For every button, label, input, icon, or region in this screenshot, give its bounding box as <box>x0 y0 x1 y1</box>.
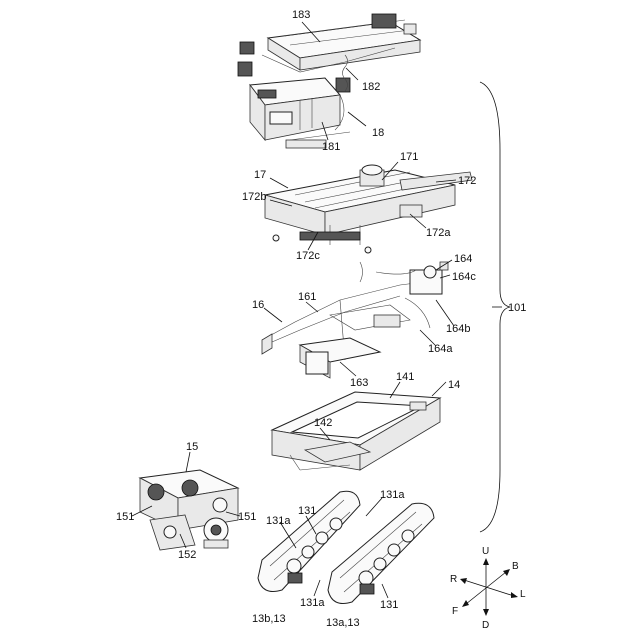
label-151-left: 151 <box>116 511 134 523</box>
label-164a: 164a <box>428 343 453 355</box>
label-13b-13: 13b,13 <box>252 613 286 625</box>
label-171: 171 <box>400 151 418 163</box>
label-164b: 164b <box>446 323 470 335</box>
label-131a-left: 131a <box>266 515 291 527</box>
direction-down: D <box>482 620 489 631</box>
direction-back: B <box>512 561 519 572</box>
label-172b: 172b <box>242 191 266 203</box>
upper-frame-assembly-18 <box>238 14 420 148</box>
label-161: 161 <box>298 291 316 303</box>
label-163: 163 <box>350 377 368 389</box>
drive-unit-15 <box>140 470 238 550</box>
label-131a-mid: 131a <box>300 597 325 609</box>
direction-up: U <box>482 546 489 557</box>
direction-front: F <box>452 606 458 617</box>
label-182: 182 <box>362 81 380 93</box>
label-164c: 164c <box>452 271 476 283</box>
label-172: 172 <box>458 175 476 187</box>
label-142: 142 <box>314 417 332 429</box>
label-181: 181 <box>322 141 340 153</box>
label-172a: 172a <box>426 227 451 239</box>
label-16: 16 <box>252 299 264 311</box>
label-18: 18 <box>372 127 384 139</box>
label-151-right: 151 <box>238 511 256 523</box>
seat-frame-assembly-17 <box>265 165 472 253</box>
label-152: 152 <box>178 549 196 561</box>
direction-left: L <box>520 589 526 600</box>
label-101: 101 <box>508 302 526 314</box>
label-131-top: 131 <box>298 505 316 517</box>
label-172c: 172c <box>296 250 320 262</box>
label-13a-13: 13a,13 <box>326 617 360 629</box>
label-141: 141 <box>396 371 414 383</box>
label-14: 14 <box>448 379 460 391</box>
label-15: 15 <box>186 441 198 453</box>
label-131-bottom: 131 <box>380 599 398 611</box>
frame-14 <box>272 392 440 470</box>
direction-right: R <box>450 574 457 585</box>
wiring-subassembly-16 <box>262 262 448 378</box>
label-183: 183 <box>292 9 310 21</box>
label-17: 17 <box>254 169 266 181</box>
label-164: 164 <box>454 253 472 265</box>
label-131a-top: 131a <box>380 489 405 501</box>
direction-indicator: U D R L B F <box>450 546 526 631</box>
